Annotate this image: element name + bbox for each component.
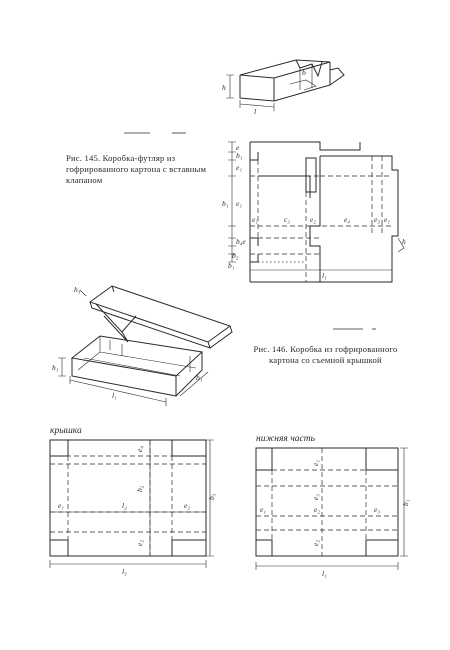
sleeve-box-blank: e b₁ e₁ b₁ e₁ b₄e b₂ b₁ e₁ c₃ e₂ e₄ e₃ e… (222, 141, 406, 283)
svg-text:b₄e: b₄e (236, 237, 246, 246)
svg-text:b₂: b₂ (135, 485, 144, 492)
svg-text:e₂: e₂ (184, 501, 190, 510)
svg-text:l₁: l₁ (322, 271, 327, 280)
svg-text:e₁: e₁ (260, 505, 266, 514)
sleeve-box-isometric: h l b (222, 59, 345, 116)
svg-text:e₄: e₄ (135, 446, 144, 452)
svg-text:b₃: b₃ (207, 493, 216, 500)
svg-text:b₁: b₁ (196, 373, 203, 382)
bottom-blank-label: нижняя часть (256, 434, 315, 444)
svg-text:e₁: e₁ (236, 199, 242, 208)
svg-text:l₃: l₃ (122, 567, 127, 576)
lid-blank-label: крышка (50, 426, 82, 436)
figure-145-caption: Рис. 145. Коробка-футляр из гофрированно… (66, 153, 207, 185)
svg-text:b₁: b₁ (228, 261, 235, 270)
svg-text:e₁: e₁ (311, 460, 320, 466)
svg-text:e₁: e₁ (58, 501, 64, 510)
svg-text:e₂: e₂ (310, 215, 316, 224)
svg-text:b₁: b₁ (401, 499, 410, 506)
svg-text:b: b (302, 68, 306, 77)
svg-text:b₂: b₂ (232, 251, 239, 260)
svg-text:l₁: l₁ (322, 569, 327, 578)
bottom-blank: b₁ e₁ e₃ e₂ e₁ e₂ e₃ l₁ (255, 447, 410, 578)
svg-text:b₁: b₁ (236, 151, 243, 160)
svg-text:e₁: e₁ (252, 215, 258, 224)
svg-text:e₂: e₂ (311, 540, 320, 546)
svg-text:h: h (222, 83, 226, 92)
svg-text:l₂: l₂ (122, 501, 127, 510)
svg-text:e₃: e₃ (374, 215, 380, 224)
lid-blank: b₃ e₄ b₂ e₂ e₁ l₂ e₂ l₃ (49, 439, 216, 576)
svg-text:h₁: h₁ (52, 363, 59, 372)
svg-text:e₂: e₂ (314, 505, 320, 514)
svg-text:e₁: e₁ (236, 163, 242, 172)
svg-text:h: h (402, 237, 406, 246)
svg-text:h₃: h₃ (74, 285, 81, 294)
svg-text:e₁: e₁ (384, 215, 390, 224)
svg-text:l: l (254, 107, 256, 116)
svg-text:e₃: e₃ (311, 494, 320, 500)
svg-text:l₁: l₁ (112, 391, 117, 400)
svg-text:e: e (236, 143, 240, 152)
svg-text:c₃: c₃ (284, 215, 290, 224)
svg-text:e₂: e₂ (135, 540, 144, 546)
figure-146-caption: Рис. 146. Коробка из гофрированного карт… (253, 344, 398, 365)
lid-box-isometric: h₁ l₁ b₁ h₃ (52, 285, 233, 406)
svg-text:e₃: e₃ (374, 505, 380, 514)
svg-text:b₁: b₁ (222, 199, 229, 208)
svg-text:e₄: e₄ (344, 215, 350, 224)
